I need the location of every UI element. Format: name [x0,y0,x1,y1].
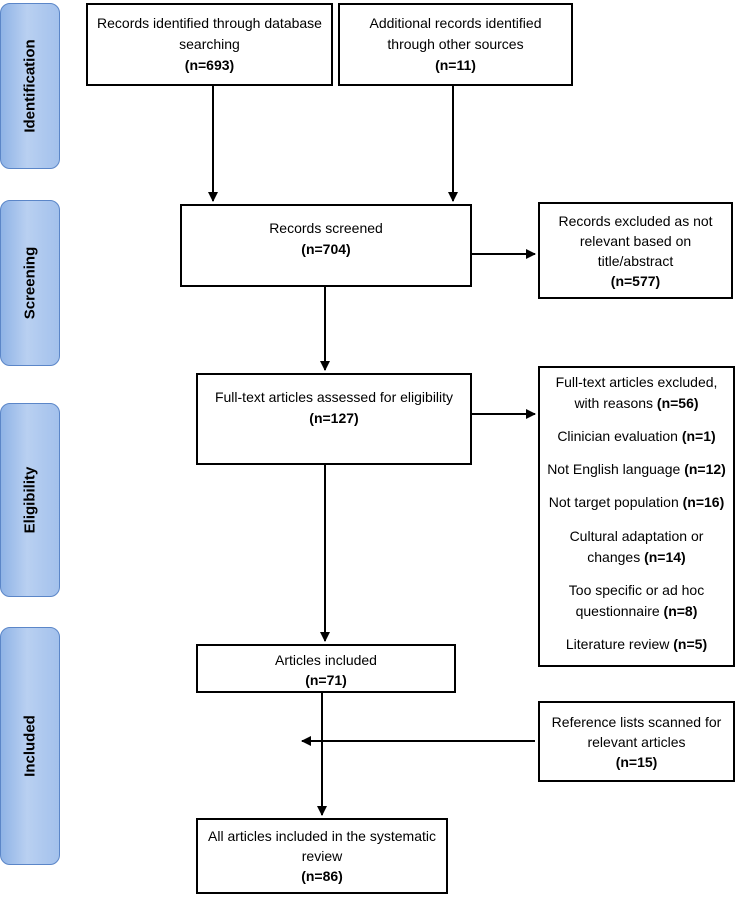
box-all-articles-included: All articles included in the systematic … [196,818,448,894]
box-records-database-count: (n=693) [184,57,235,73]
box-fulltext-assessed: Full-text articles assessed for eligibil… [196,373,472,465]
stage-included: Included [0,627,60,865]
box-articles-included-text: Articles included [275,652,377,668]
reason-count: (n=12) [684,461,726,478]
reason-text: Literature review [565,635,670,652]
box-reference-lists-text: Reference lists scanned for relevant art… [551,713,722,750]
excluded-heading-text: Full-text articles excluded, with reason… [555,374,718,411]
box-records-other-sources-count: (n=11) [435,57,476,73]
box-fulltext-assessed-count: (n=127) [309,410,359,426]
reason-item: Cultural adaptation or changes (n=14) [546,526,727,568]
reason-item: Too specific or ad hoc questionnaire (n=… [546,580,727,622]
box-articles-included-count: (n=71) [305,672,347,688]
reason-text: Not English language [547,461,681,478]
box-records-database: Records identified through database sear… [86,3,333,86]
box-reference-lists-count: (n=15) [615,753,658,770]
box-fulltext-excluded: Full-text articles excluded, with reason… [538,366,735,667]
box-records-screened-text: Records screened [269,220,383,236]
reason-count: (n=14) [644,548,686,565]
box-records-excluded: Records excluded as not relevant based o… [538,202,733,299]
box-records-screened: Records screened (n=704) [180,204,472,287]
box-all-articles-included-count: (n=86) [301,868,343,884]
box-records-other-sources: Additional records identified through ot… [338,3,573,86]
box-fulltext-assessed-text: Full-text articles assessed for eligibil… [214,389,454,405]
reason-text: Clinician evaluation [557,428,678,445]
box-articles-included: Articles included (n=71) [196,644,456,693]
box-records-screened-count: (n=704) [301,241,351,257]
reason-count: (n=1) [681,428,716,445]
reason-text: Cultural adaptation or changes [569,527,704,565]
stage-identification: Identification [0,3,60,169]
excluded-heading-count: (n=56) [656,395,699,411]
box-records-database-text: Records identified through database sear… [97,15,322,52]
box-records-excluded-text: Records excluded as not relevant based o… [558,212,713,269]
reason-count: (n=8) [663,602,698,619]
reason-count: (n=5) [673,635,708,652]
excluded-heading: Full-text articles excluded, with reason… [546,372,727,414]
box-reference-lists: Reference lists scanned for relevant art… [538,701,735,782]
reason-item: Clinician evaluation (n=1) [557,426,715,447]
reason-count: (n=16) [682,494,725,511]
box-all-articles-included-text: All articles included in the systematic … [208,828,436,864]
reason-item: Not target population (n=16) [549,492,725,513]
stage-screening: Screening [0,200,60,366]
reason-text: Not target population [548,494,679,511]
box-records-excluded-count: (n=577) [610,272,661,289]
reason-item: Literature review (n=5) [566,634,707,655]
reason-text: Too specific or ad hoc questionnaire [568,581,705,619]
box-records-other-sources-text: Additional records identified through ot… [369,15,542,52]
reason-item: Not English language (n=12) [547,459,726,480]
stage-eligibility: Eligibility [0,403,60,597]
